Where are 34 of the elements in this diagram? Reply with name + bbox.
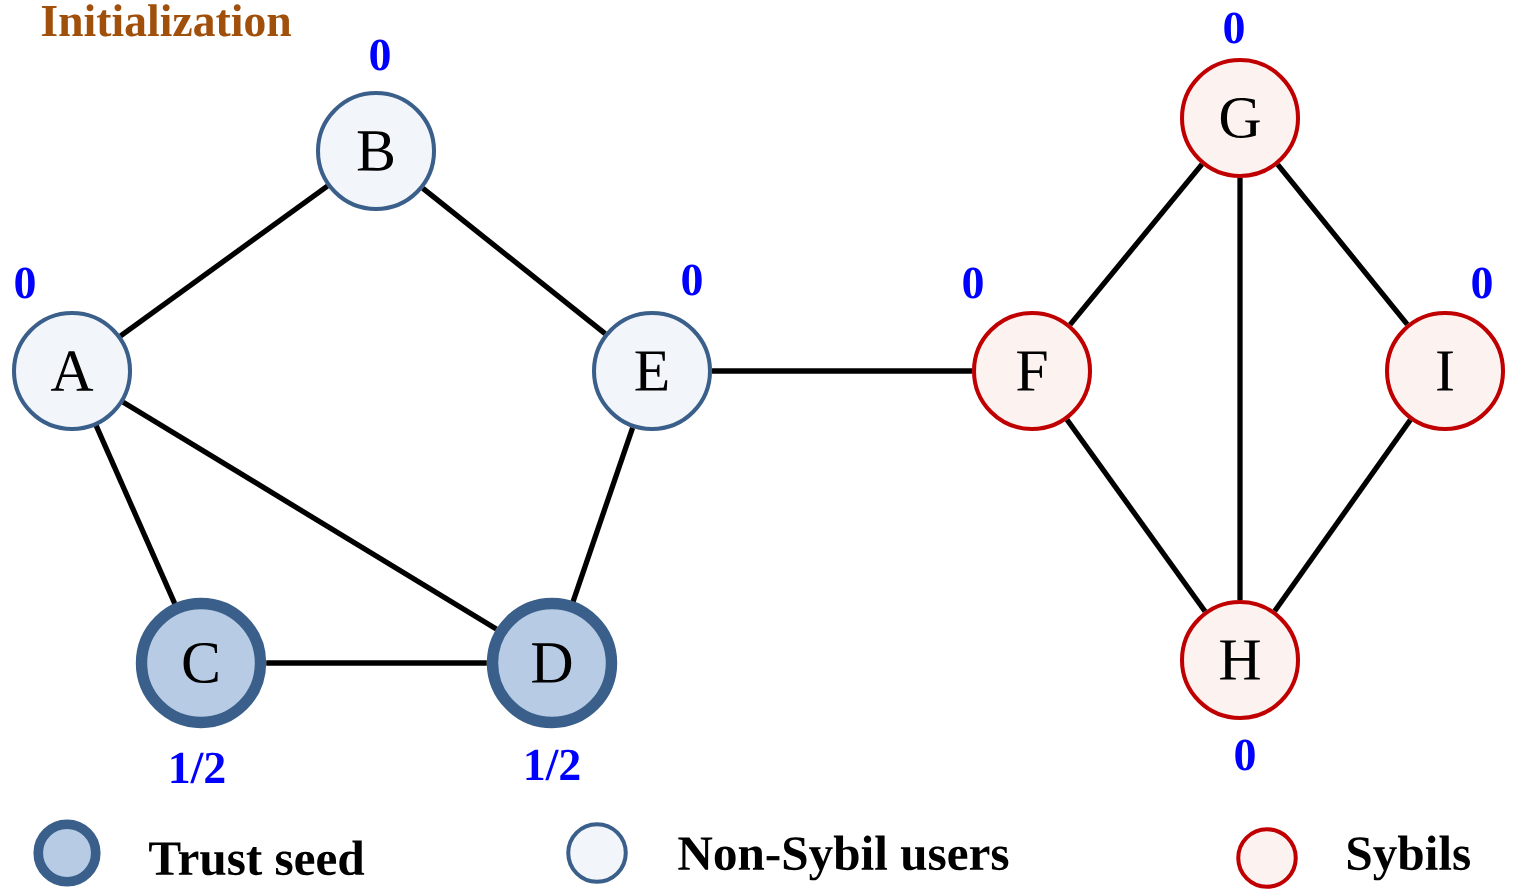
- score-label: 0: [963, 267, 983, 299]
- legend-label: Sybils: [1348, 835, 1470, 881]
- user-node: G: [1180, 57, 1301, 178]
- score-label: 0: [15, 267, 35, 299]
- score-label: 1/2: [171, 752, 225, 784]
- user-node: H: [1180, 600, 1301, 720]
- score-label: 0: [370, 39, 390, 71]
- user-node: A: [12, 310, 133, 431]
- user-node: F: [972, 310, 1093, 431]
- edge-line: [266, 660, 487, 666]
- edge-line: [712, 368, 972, 374]
- edge-line: [1275, 162, 1410, 326]
- edge-line: [421, 186, 607, 336]
- user-node: D: [486, 597, 618, 729]
- edge-line: [1068, 162, 1204, 327]
- user-node: E: [592, 310, 713, 431]
- score-label: 1/2: [526, 749, 580, 781]
- user-node: B: [316, 91, 437, 211]
- edge-line: [119, 184, 329, 338]
- score-label: 0: [1472, 267, 1492, 299]
- edge-line: [1237, 178, 1243, 600]
- edge-line: [121, 399, 498, 632]
- score-label: 0: [1235, 739, 1255, 771]
- legend-label: Non-Sybil users: [678, 835, 1009, 881]
- user-node: C: [135, 597, 267, 729]
- legend-label: Trust seed: [149, 840, 365, 876]
- edge-line: [570, 426, 636, 603]
- title: Initialization: [41, 4, 291, 37]
- edge-line: [1272, 418, 1413, 613]
- score-label: 0: [1224, 12, 1244, 44]
- score-label: 0: [682, 264, 702, 296]
- edge-line: [1064, 418, 1208, 613]
- user-node: I: [1385, 310, 1506, 431]
- edge-line: [93, 424, 178, 605]
